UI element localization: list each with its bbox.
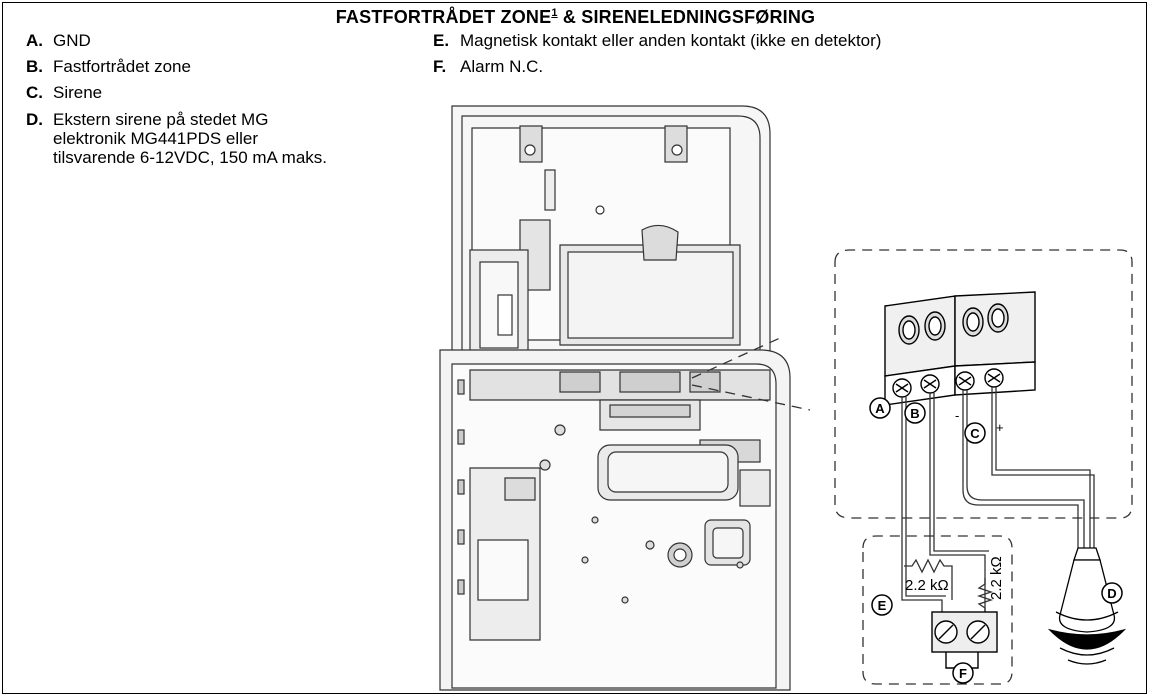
svg-text:F: F (959, 666, 967, 681)
legend-item-b: B.Fastfortrådet zone (26, 57, 191, 76)
svg-text:B: B (910, 406, 919, 421)
terminal-label-d: D (1101, 582, 1123, 604)
legend-item-e: E.Magnetisk kontakt eller anden kontakt … (433, 31, 882, 50)
page-title: FASTFORTRÅDET ZONE1 & SIRENELEDNINGSFØRI… (0, 7, 1151, 28)
polarity-plus: + (996, 420, 1004, 435)
zoom-callout-lines (691, 249, 1133, 519)
siren-illustration (1047, 547, 1127, 665)
resistor-2-label: 2.2 kΩ (988, 556, 1005, 600)
zone-contact-terminal (931, 611, 998, 669)
control-panel-illustration (439, 105, 791, 691)
legend-item-d: D.Ekstern sirene på stedet MG elektronik… (26, 110, 328, 167)
wiring (901, 387, 1095, 615)
terminal-block (884, 291, 1036, 406)
terminal-label-a: A (869, 397, 891, 419)
terminal-label-b: B (904, 402, 926, 424)
legend-item-a: A.GND (26, 31, 91, 50)
resistors (904, 558, 994, 615)
svg-text:A: A (875, 401, 885, 416)
terminal-label-f: F (952, 662, 974, 684)
title-footnote: 1 (551, 7, 558, 19)
title-rest: & SIRENELEDNINGSFØRING (557, 7, 816, 27)
terminal-label-c: C (964, 422, 986, 444)
resistor-1-label: 2.2 kΩ (905, 577, 949, 594)
legend-item-c: C.Sirene (26, 83, 103, 102)
title-main: FASTFORTRÅDET ZONE (335, 7, 552, 27)
terminal-label-e: E (871, 594, 893, 616)
svg-text:D: D (1107, 586, 1116, 601)
polarity-minus: - (955, 408, 959, 423)
svg-text:C: C (970, 426, 980, 441)
svg-text:E: E (878, 598, 887, 613)
legend-item-f: F.Alarm N.C. (433, 57, 544, 76)
